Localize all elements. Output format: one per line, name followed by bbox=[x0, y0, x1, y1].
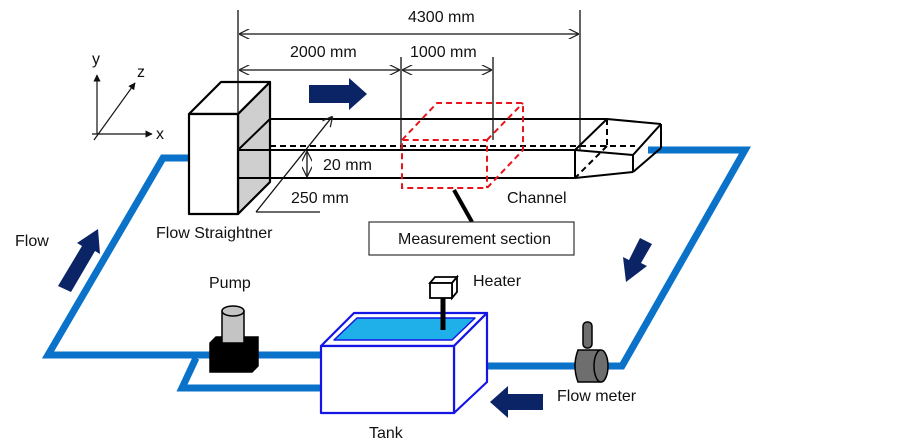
label-flow-straightener: Flow Straightner bbox=[156, 225, 273, 242]
dim-height: 20 mm bbox=[323, 157, 372, 174]
axis-label-y: y bbox=[92, 51, 100, 68]
label-channel: Channel bbox=[507, 190, 567, 207]
measurement-section-label-box bbox=[368, 221, 575, 256]
channel bbox=[237, 118, 662, 179]
dimension-lines bbox=[237, 10, 581, 213]
dim-total-length: 4300 mm bbox=[408, 9, 475, 26]
pipe-pump-lower bbox=[176, 356, 320, 392]
heater bbox=[428, 274, 459, 330]
pipe-outlet-right bbox=[470, 146, 752, 370]
label-pump: Pump bbox=[209, 275, 251, 292]
label-flow: Flow bbox=[15, 233, 49, 250]
pipe-loop bbox=[41, 146, 752, 392]
pipe-return-left bbox=[41, 154, 320, 359]
label-tank: Tank bbox=[369, 425, 404, 442]
dim-section-length: 1000 mm bbox=[410, 44, 477, 61]
tank-water bbox=[333, 317, 476, 341]
tank-front bbox=[319, 344, 456, 415]
arrow-up-left-icon bbox=[58, 229, 100, 292]
label-flow-meter: Flow meter bbox=[557, 388, 637, 405]
measurement-section-box bbox=[401, 102, 524, 189]
straightener-front bbox=[187, 112, 240, 216]
label-heater: Heater bbox=[473, 273, 522, 290]
arrow-left-icon bbox=[490, 386, 543, 418]
pump bbox=[209, 305, 259, 373]
flow-straightener bbox=[187, 80, 272, 216]
axis-label-z: z bbox=[137, 64, 145, 81]
dim-inlet-length: 2000 mm bbox=[290, 44, 357, 61]
label-measurement-section: Measurement section bbox=[398, 231, 551, 248]
flow-meter bbox=[574, 321, 609, 383]
measurement-leader-line bbox=[452, 189, 474, 223]
tank bbox=[319, 311, 489, 415]
flow-arrows bbox=[58, 78, 652, 418]
dim-width: 250 mm bbox=[291, 190, 349, 207]
axis-triad bbox=[92, 74, 153, 141]
arrow-down-left-icon bbox=[623, 238, 652, 282]
axis-label-x: x bbox=[156, 126, 164, 143]
arrow-right-icon bbox=[309, 78, 367, 110]
